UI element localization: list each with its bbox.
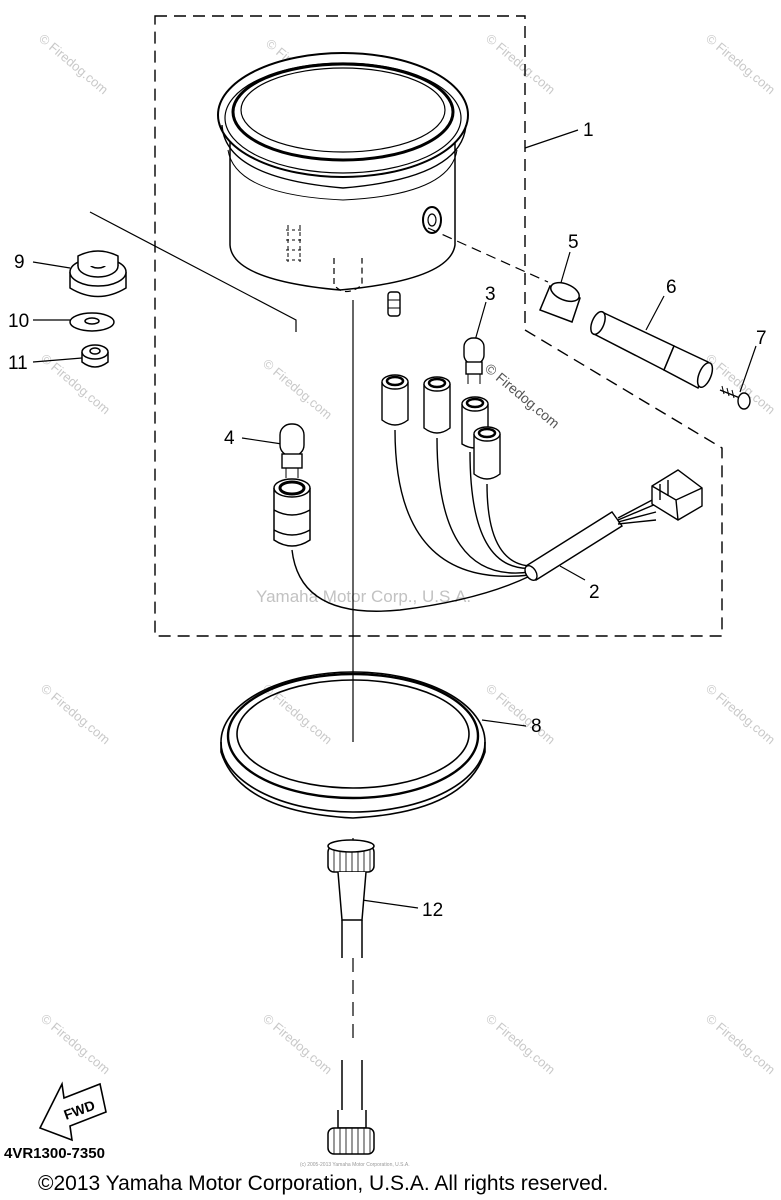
washer-10 [69,312,115,332]
wiring-harness-2 [291,374,703,612]
grommet-9 [69,250,127,298]
watermark: © Firedog.com [482,360,563,431]
tube-6 [590,310,714,390]
watermark: © Firedog.com [483,1011,558,1077]
callout-12: 12 [422,900,443,921]
callout-labels: 1 9 5 6 3 10 7 11 4 2 8 12 [8,120,767,921]
callout-3: 3 [485,284,496,305]
watermark: © Firedog.com [260,1011,335,1077]
callout-6: 6 [666,277,677,298]
indicator-bulb-4 [279,423,305,478]
speedometer-housing [217,52,469,317]
forward-arrow-icon: FWD [38,1081,107,1142]
watermark: © Firedog.com [38,681,113,747]
watermark: © Firedog.com [703,1011,778,1077]
leader-lines [32,129,757,1040]
callout-11: 11 [8,353,28,374]
indicator-bulb-3 [463,337,485,384]
watermark: © Firedog.com [703,31,778,97]
fine-print: (c) 2005-2013 Yamaha Motor Corporation, … [300,1162,410,1168]
callout-10: 10 [8,311,29,332]
callout-8: 8 [531,716,542,737]
watermark: © Firedog.com [703,681,778,747]
assembly-boundary [154,15,723,637]
diagram-code: 4VR1300-7350 [4,1145,105,1162]
watermark-center: Yamaha Motor Corp., U.S.A. [256,587,471,606]
callout-2: 2 [589,582,600,603]
callout-4: 4 [224,428,235,449]
callout-9: 9 [14,252,25,273]
watermark: © Firedog.com [260,356,335,422]
screw-7 [719,385,751,410]
watermark: © Firedog.com [260,681,335,747]
watermark: © Firedog.com [38,1011,113,1077]
nut-11 [81,344,109,368]
sleeve-5 [539,281,581,323]
callout-7: 7 [756,328,767,349]
watermark: © Firedog.com [483,31,558,97]
callout-1: 1 [583,120,594,141]
bulb-socket [273,478,311,547]
watermark: © Firedog.com [36,31,111,97]
speedometer-cable-12 [327,839,375,1155]
callout-5: 5 [568,232,579,253]
gasket-ring-8 [220,671,486,819]
copyright-notice: ©2013 Yamaha Motor Corporation, U.S.A. A… [38,1172,608,1195]
watermark: © Firedog.com [483,681,558,747]
